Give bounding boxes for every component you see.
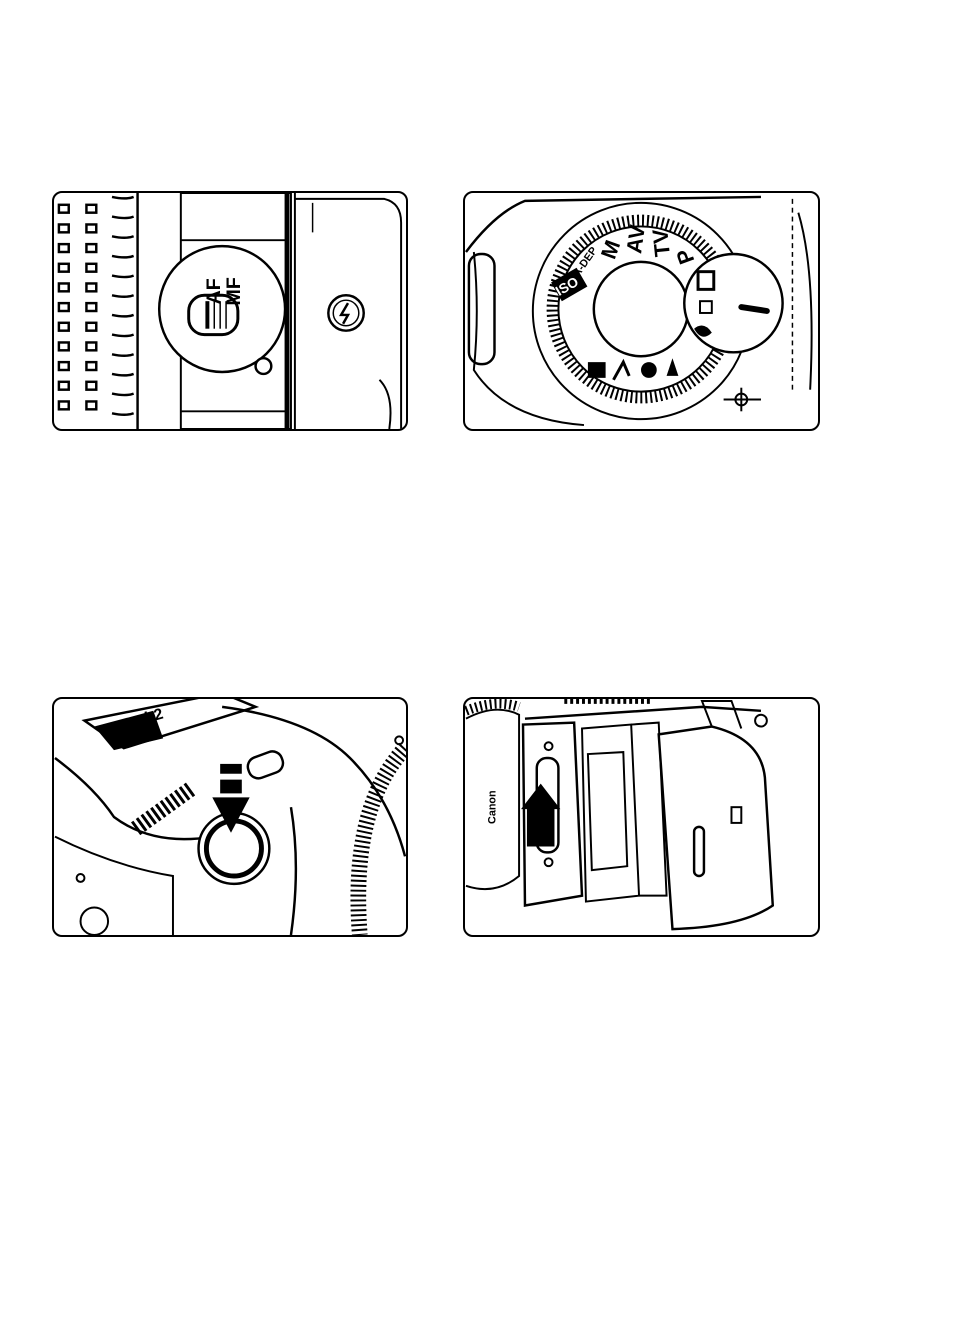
dial-center xyxy=(594,262,688,356)
film-door-illustration: Canon xyxy=(465,699,818,935)
screw-icon xyxy=(256,358,272,374)
figure-film-door: Canon xyxy=(463,697,820,937)
figure-shutter-button: h2 xyxy=(52,697,408,937)
mode-dial-illustration: M AV TV P A-DEP ISO xyxy=(465,193,818,429)
strap-lug xyxy=(469,254,495,364)
figure-mode-dial: M AV TV P A-DEP ISO xyxy=(463,191,820,431)
focus-switch-illustration: AF MF xyxy=(54,193,406,429)
brand-text: Canon xyxy=(486,790,498,824)
figure-focus-mode-switch: AF MF xyxy=(52,191,408,431)
index-mark xyxy=(741,307,767,311)
flash-bolt-icon xyxy=(341,303,348,324)
mode-tv: TV xyxy=(647,227,675,258)
mf-label: MF xyxy=(223,277,245,305)
film-cartridge xyxy=(588,752,627,870)
small-button xyxy=(245,749,286,781)
mode-av: AV xyxy=(621,223,650,255)
command-dial xyxy=(136,788,193,829)
night-icon xyxy=(641,362,657,378)
shutter-button-illustration: h2 xyxy=(54,699,406,935)
open-back-door xyxy=(659,727,773,930)
shutter-release-button xyxy=(206,821,261,876)
close-up-icon xyxy=(588,362,606,378)
